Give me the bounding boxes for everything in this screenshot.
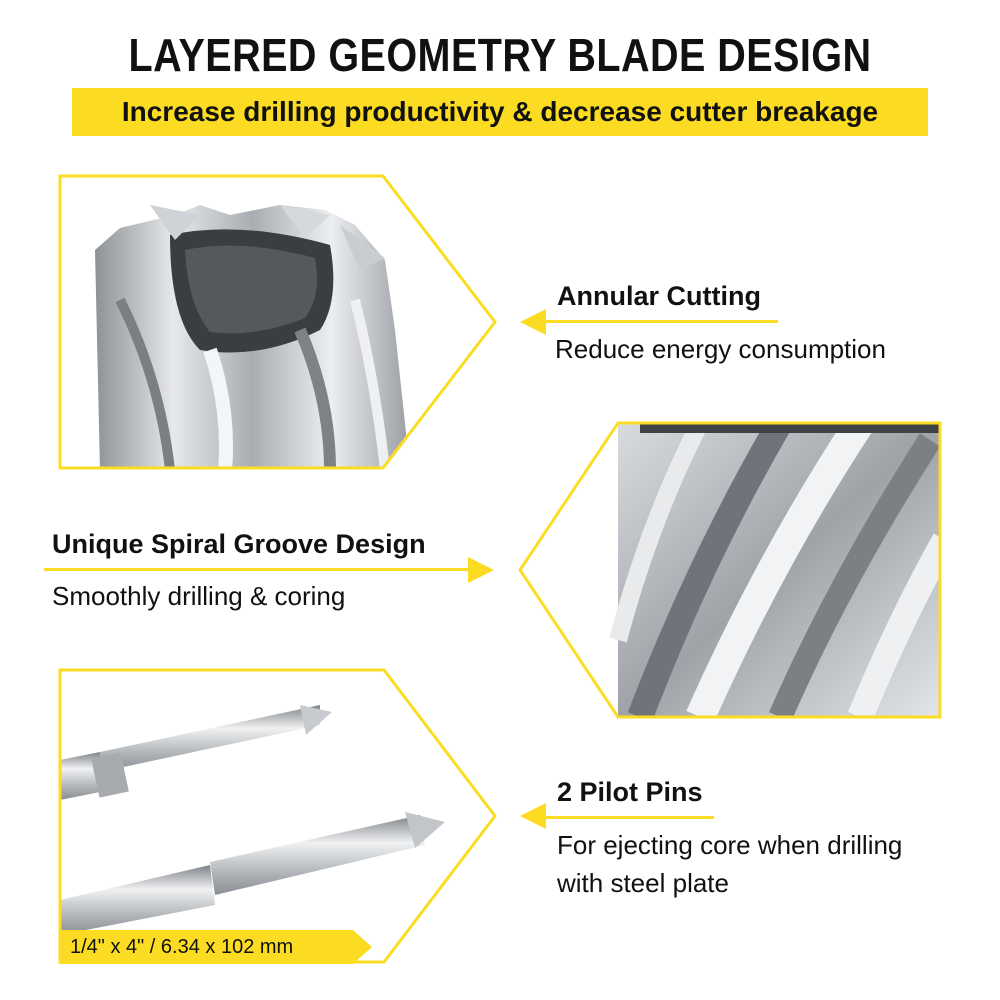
feature-underline — [546, 320, 778, 323]
arrow-left-icon — [520, 803, 546, 829]
feature-desc-pilot-pins-line1: For ejecting core when drilling — [557, 830, 903, 860]
feature-underline — [44, 568, 468, 571]
feature-desc-pilot-pins-line2: with steel plate — [557, 868, 729, 898]
feature-title-spiral-groove: Unique Spiral Groove Design — [52, 529, 426, 559]
annular-cutter-image — [58, 174, 497, 470]
page-subtitle: Increase drilling productivity & decreas… — [121, 96, 879, 127]
feature-title-annular-cutting: Annular Cutting — [557, 281, 761, 311]
spec-size-label: 1/4" x 4" / 6.34 x 102 mm — [70, 936, 294, 958]
feature-underline — [546, 816, 714, 819]
pilot-pins-image — [58, 668, 497, 964]
spiral-groove-image — [518, 421, 942, 719]
feature-title-pilot-pins: 2 Pilot Pins — [557, 777, 703, 807]
arrow-right-icon — [468, 557, 494, 583]
page-title: LAYERED GEOMETRY BLADE DESIGN — [128, 29, 872, 81]
pilot-pin-lower — [60, 812, 445, 935]
pilot-pin-upper — [60, 705, 332, 800]
feature-desc-spiral-groove: Smoothly drilling & coring — [52, 581, 346, 611]
arrow-left-icon — [520, 309, 546, 335]
spec-label-background — [60, 930, 372, 964]
subtitle-banner — [72, 88, 928, 136]
feature-desc-annular-cutting: Reduce energy consumption — [555, 334, 886, 364]
